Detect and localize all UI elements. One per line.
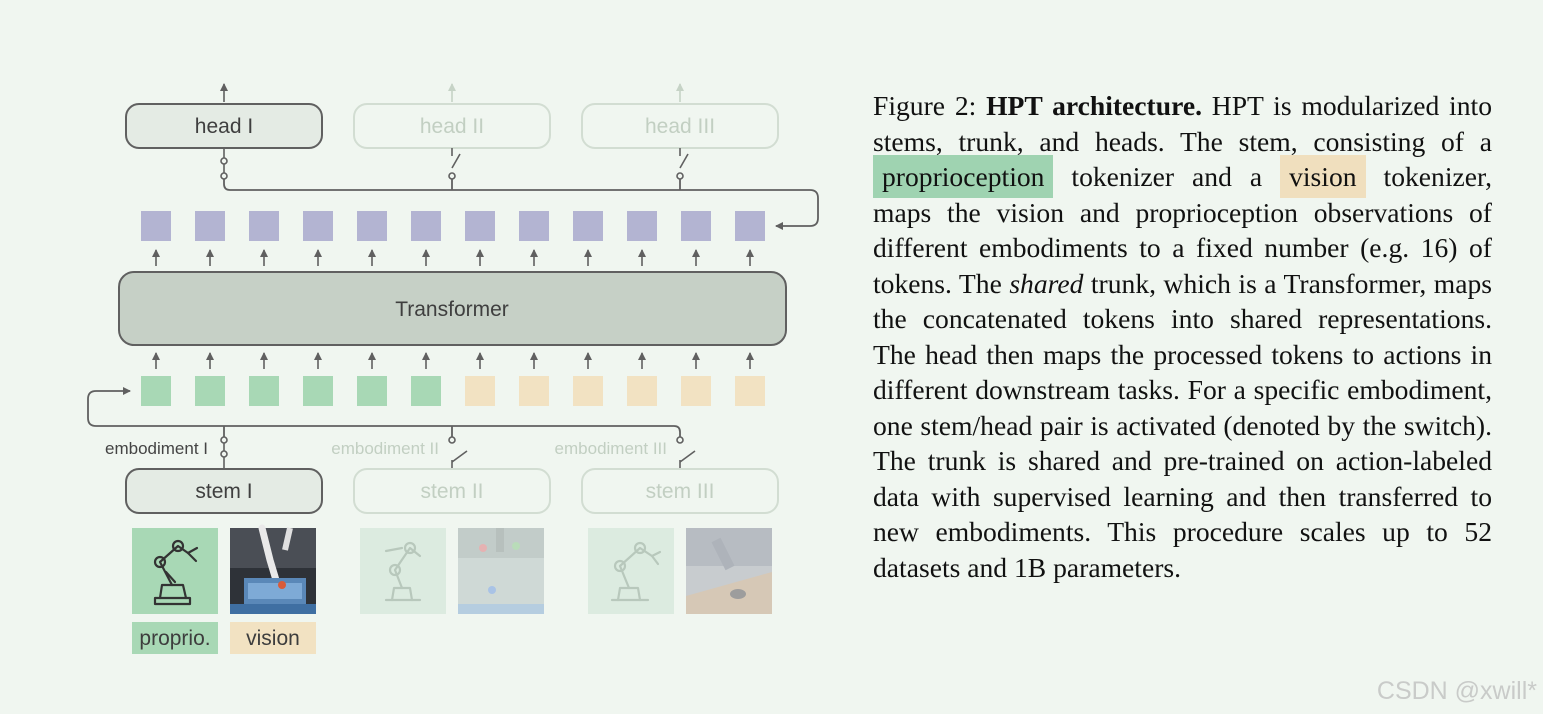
output-token — [681, 211, 711, 241]
caption-shared: shared — [1009, 267, 1084, 299]
proprio-token — [411, 376, 441, 406]
embodiment-1-label: embodiment I — [105, 439, 208, 458]
stem-bus-line — [87, 387, 681, 437]
caption-part-2: tokenizer and a — [1053, 161, 1281, 192]
head-2-label: head II — [420, 115, 484, 138]
output-token — [141, 211, 171, 241]
proprio-token — [357, 376, 387, 406]
stem-3-label: stem III — [646, 480, 715, 503]
output-token — [357, 211, 387, 241]
stem-2: stem II — [353, 468, 551, 514]
proprio-token — [249, 376, 279, 406]
output-token — [627, 211, 657, 241]
highlight-proprioception: proprioception — [873, 155, 1054, 198]
industrial-robot-icon — [384, 541, 422, 602]
proprio-token — [195, 376, 225, 406]
caption-part-3: tokenizer, maps the vision and proprioce… — [873, 161, 1492, 299]
head-3-switch — [676, 148, 689, 180]
stem-1-label: stem I — [195, 480, 252, 503]
highlight-vision: vision — [1280, 155, 1366, 198]
transformer-label: Transformer — [395, 298, 509, 321]
vision-token — [465, 376, 495, 406]
output-token — [411, 211, 441, 241]
head-bus-line — [223, 179, 819, 230]
caption-part-1: HPT is modularized into stems, trunk, an… — [873, 90, 1492, 157]
stem-2-label: stem II — [420, 480, 483, 503]
stem-2-switch — [448, 436, 468, 469]
hpt-architecture-diagram: head I head II head III Transformer — [87, 83, 819, 654]
figure-caption: Figure 2: HPT architecture. HPT is modul… — [873, 88, 1492, 585]
vision-token — [735, 376, 765, 406]
input-token-row — [141, 376, 765, 406]
stem-3-switch — [676, 436, 696, 469]
head-3: head III — [581, 103, 779, 149]
head-2-switch — [448, 148, 461, 180]
vision-label: vision — [246, 627, 300, 650]
vision-token — [681, 376, 711, 406]
output-token — [249, 211, 279, 241]
proprio-input-1 — [132, 528, 218, 614]
caption-title: HPT architecture. — [986, 90, 1202, 121]
proprio-token — [303, 376, 333, 406]
head-2: head II — [353, 103, 551, 149]
stem-1-switch — [220, 436, 228, 469]
head-1: head I — [125, 103, 323, 149]
output-token — [303, 211, 333, 241]
caption-prefix: Figure 2: — [873, 90, 987, 121]
vision-token — [519, 376, 549, 406]
stem-3: stem III — [581, 468, 779, 514]
vision-label-box: vision — [230, 622, 316, 654]
transformer-output-arrows — [152, 249, 754, 266]
proprio-token — [141, 376, 171, 406]
vision-input-2 — [458, 528, 544, 614]
industrial-robot-icon — [610, 541, 662, 602]
output-token — [519, 211, 549, 241]
output-token — [195, 211, 225, 241]
proprio-label: proprio. — [139, 627, 210, 650]
embodiment-2-label: embodiment II — [331, 439, 439, 458]
vision-token — [573, 376, 603, 406]
watermark: CSDN @xwill* — [1376, 677, 1537, 705]
proprio-label-box: proprio. — [132, 622, 218, 654]
stem-1: stem I — [125, 468, 323, 514]
head-1-switch — [220, 148, 228, 180]
output-token-row — [141, 211, 765, 241]
output-token — [465, 211, 495, 241]
output-token — [735, 211, 765, 241]
proprio-input-2 — [360, 528, 446, 614]
vision-input-3 — [686, 528, 772, 614]
robot-arm-icon — [153, 539, 199, 606]
caption-part-4: trunk, which is a Transformer, maps the … — [873, 267, 1492, 583]
head-3-label: head III — [645, 115, 715, 138]
proprio-input-3 — [588, 528, 674, 614]
vision-input-1 — [230, 524, 316, 614]
head-1-label: head I — [195, 115, 253, 138]
output-token — [573, 211, 603, 241]
transformer-trunk: Transformer — [118, 271, 787, 346]
vision-token — [627, 376, 657, 406]
transformer-input-arrows — [152, 352, 754, 369]
embodiment-3-label: embodiment III — [555, 439, 667, 458]
